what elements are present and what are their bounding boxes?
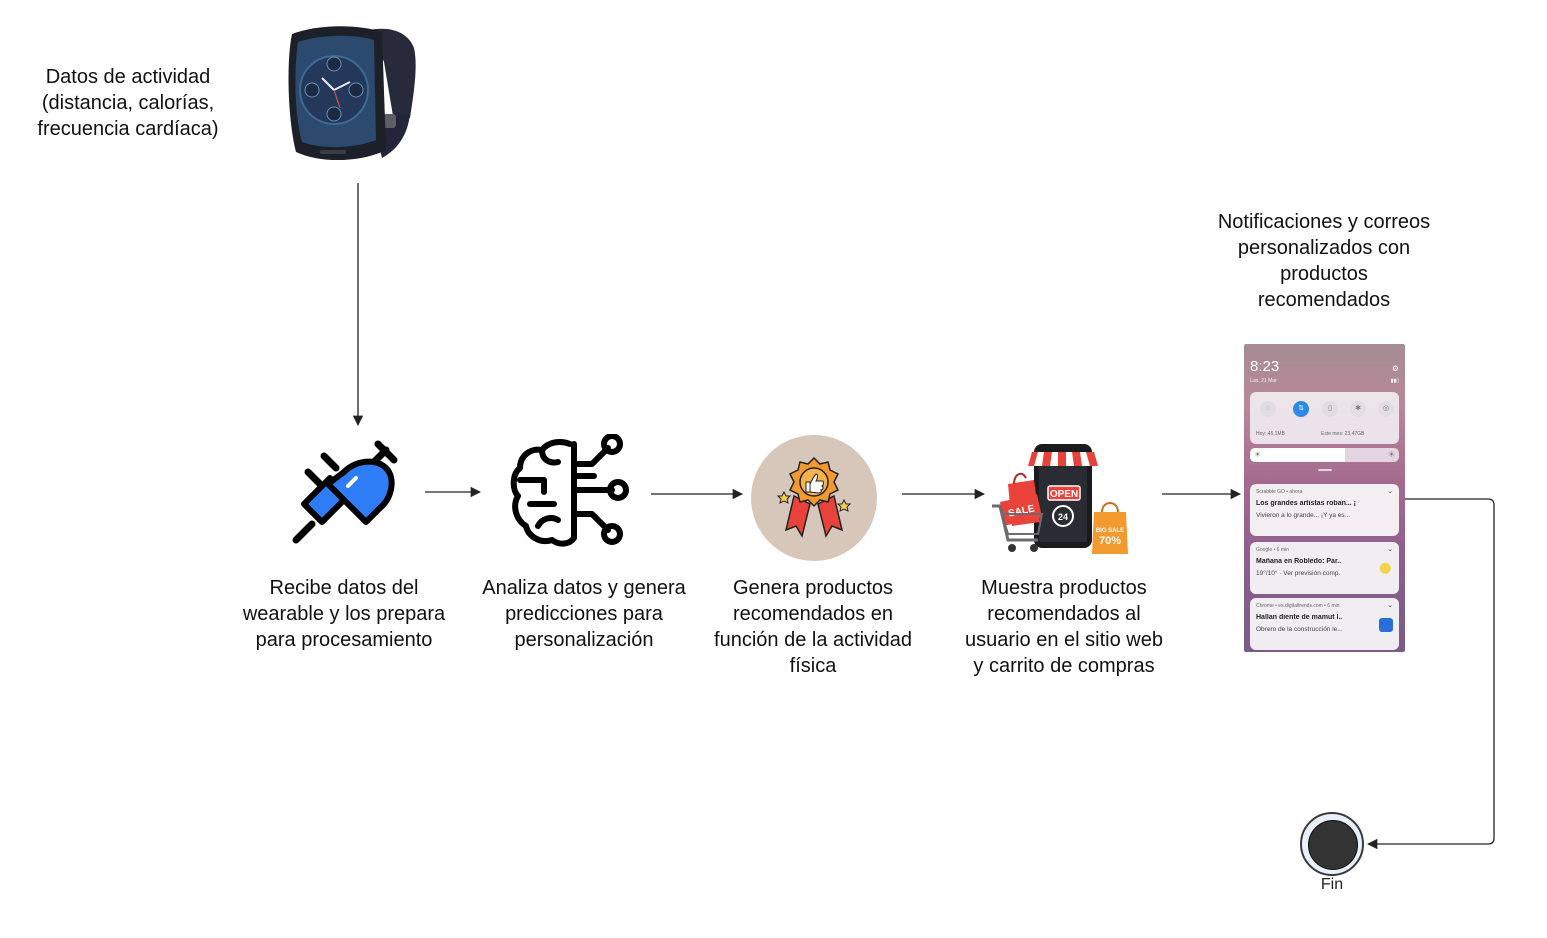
notification-text: Vivieron a lo grande... ¡Y ya es... <box>1256 512 1351 519</box>
brightness-slider: ☀ ☀ <box>1250 448 1399 462</box>
notifications-label: Notificaciones y correos personalizados … <box>1217 211 1431 311</box>
location-toggle: ◎ <box>1378 401 1394 417</box>
signal-icon: ▮▮▯ <box>1390 378 1399 384</box>
panel-handle <box>1318 469 1332 471</box>
shop-sale-icon: OPEN 24 SALE BIG SALE 70% <box>992 444 1128 554</box>
notification-title: Mañana en Robledo: Par.. <box>1256 558 1342 565</box>
gear-icon: ⚙ <box>1391 364 1399 373</box>
svg-text:OPEN: OPEN <box>1050 489 1078 500</box>
svg-text:SALE: SALE <box>1007 503 1036 519</box>
svg-text:70%: 70% <box>1099 535 1121 547</box>
chevron-down-icon: ⌄ <box>1387 602 1393 609</box>
weather-icon <box>1379 562 1393 576</box>
brightness-low-icon: ☀ <box>1254 450 1262 459</box>
phone-time: 8:23 <box>1250 358 1280 375</box>
end-node-icon <box>1300 812 1364 876</box>
notification-app: Scrabble GO • ahora <box>1256 489 1303 495</box>
generate-step-label: Genera productos recomendados en función… <box>714 577 912 677</box>
award-medal-icon <box>751 435 877 561</box>
plug-icon <box>292 440 398 544</box>
smartwatch-icon <box>288 26 416 161</box>
ai-brain-icon <box>510 434 629 547</box>
notification-card: Google • 6 min ⌄ Mañana en Robledo: Par.… <box>1250 542 1399 594</box>
show-step-label: Muestra productos recomendados al usuari… <box>965 577 1163 677</box>
arrow-phone-to-end <box>1366 498 1495 850</box>
end-label: Fin <box>1320 876 1344 893</box>
chevron-down-icon: ⌄ <box>1387 488 1393 495</box>
phone-date: Lun, 21 Mar <box>1250 378 1277 384</box>
brightness-high-icon: ☀ <box>1387 450 1395 459</box>
chevron-down-icon: ⌄ <box>1387 546 1393 553</box>
news-thumbnail-icon <box>1379 618 1393 632</box>
notification-text: 19°/10° · Ver previsión comp. <box>1256 570 1341 577</box>
bluetooth-toggle: ✱ <box>1350 401 1366 417</box>
phone-notifications-icon: 8:23 Lun, 21 Mar ⚙ ▮▮▯ ◌ ⇅ ▯ ✱ ◎ Hoy: 46… <box>1244 344 1405 652</box>
notification-app: Google • 6 min <box>1256 547 1289 553</box>
notification-card: Scrabble GO • ahora ⌄ Los grandes artist… <box>1250 484 1399 536</box>
flashlight-toggle: ▯ <box>1322 401 1338 417</box>
quick-settings-panel: ◌ ⇅ ▯ ✱ ◎ Hoy: 46,1MB Este mes: 23,47GB <box>1250 392 1399 444</box>
wifi-toggle: ◌ <box>1260 401 1276 417</box>
data-usage-today: Hoy: 46,1MB <box>1256 431 1285 437</box>
analyze-step-label: Analiza datos y genera predicciones para… <box>482 577 686 651</box>
receive-step-label: Recibe datos del wearable y los prepara … <box>242 577 446 651</box>
notification-text: Obrero de la construcción le... <box>1256 626 1343 633</box>
data-usage-month: Este mes: 23,47GB <box>1321 431 1365 437</box>
svg-text:BIG SALE: BIG SALE <box>1096 528 1124 534</box>
notification-title: Hallan diente de mamut l.. <box>1256 614 1343 621</box>
notification-title: Los grandes artistas roban... ¡ <box>1256 500 1356 507</box>
activity-data-label: Datos de actividad (distancia, calorías,… <box>37 66 219 140</box>
notification-card: Chrome • es.digitaltrends.com • 6 min ⌄ … <box>1250 598 1399 650</box>
notification-app: Chrome • es.digitaltrends.com • 6 min <box>1256 603 1340 609</box>
mobile-data-toggle: ⇅ <box>1293 401 1309 417</box>
svg-text:24: 24 <box>1058 512 1068 522</box>
